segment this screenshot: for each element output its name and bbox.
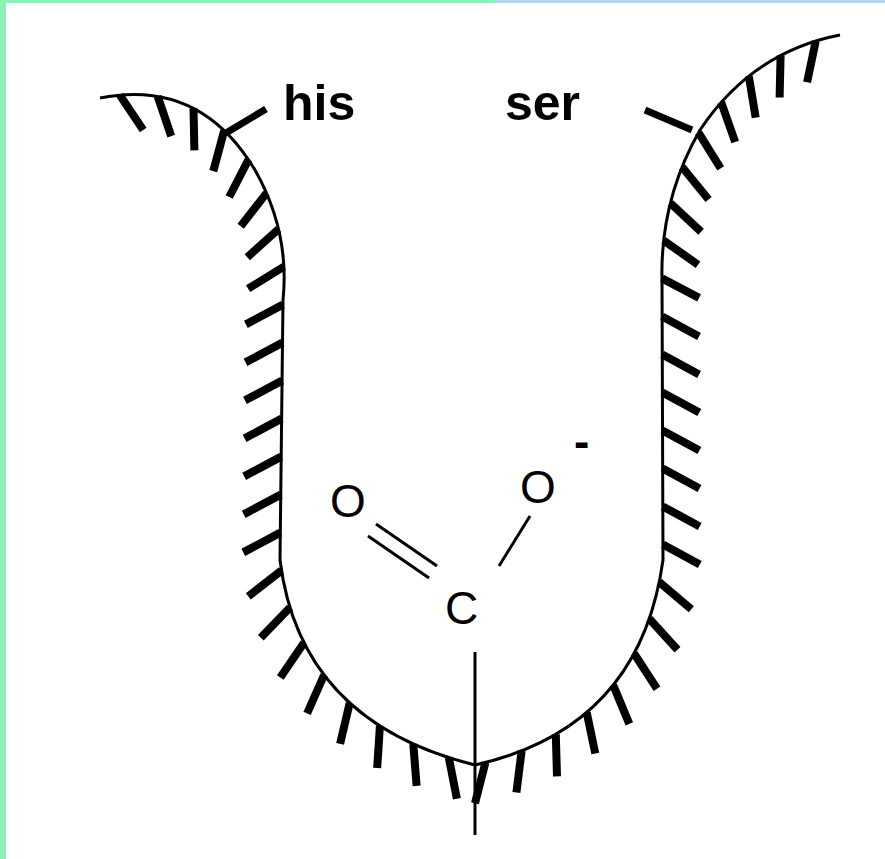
- hatch-stroke: [516, 751, 521, 793]
- atom-label: O: [520, 464, 556, 510]
- hatch-stroke: [248, 267, 284, 289]
- hatch-stroke: [244, 495, 281, 515]
- hatch-stroke: [662, 278, 699, 298]
- hatch-stroke: [699, 133, 721, 169]
- hatch-stroke: [663, 544, 700, 564]
- hatch-stroke: [663, 506, 700, 526]
- hatch-stroke: [807, 41, 816, 82]
- hatch-stroke: [721, 102, 735, 142]
- hatch-stroke: [634, 654, 657, 689]
- substrate-bond: [474, 652, 477, 835]
- hatch-stroke: [682, 167, 709, 200]
- hatch-stroke: [158, 96, 172, 136]
- hatch-stroke: [613, 685, 629, 724]
- ser-tick: [645, 110, 692, 130]
- hatch-stroke: [662, 392, 699, 412]
- atom-label: O: [330, 478, 366, 524]
- hatch-stroke: [340, 703, 350, 744]
- single-bond: [499, 516, 530, 566]
- hatch-stroke: [241, 193, 267, 226]
- hatch-stroke: [780, 56, 781, 98]
- his-tick: [226, 109, 266, 133]
- hatch-stroke: [246, 305, 283, 325]
- double-bond: [376, 524, 437, 566]
- hatch-stroke: [556, 734, 557, 776]
- hatch-stroke: [413, 744, 416, 786]
- hatch-stroke: [245, 381, 282, 401]
- hatch-stroke: [749, 76, 756, 118]
- pocket-outline: [100, 35, 840, 765]
- hatch-stroke: [229, 160, 248, 197]
- hatch-stroke: [248, 571, 281, 597]
- hatch-stroke: [243, 533, 280, 553]
- hatch-stroke: [664, 240, 698, 264]
- hatch-stroke: [280, 643, 304, 678]
- hatch-stroke: [261, 608, 290, 638]
- hatch-stroke: [662, 316, 699, 336]
- hatch-stroke: [247, 229, 278, 257]
- hatch-stroke: [120, 95, 143, 130]
- residue-label: his: [283, 78, 355, 128]
- residue-label: ser: [505, 78, 580, 128]
- hatch-stroke: [662, 354, 699, 374]
- hatch-stroke: [663, 468, 700, 488]
- hatch-stroke: [377, 726, 380, 768]
- hatch-stroke: [587, 712, 596, 753]
- hatch-stroke: [670, 203, 701, 232]
- atom-label: C: [445, 585, 478, 631]
- hatch-stroke: [649, 619, 677, 650]
- page-frame: [495, 0, 885, 3]
- hatch-stroke: [244, 457, 281, 477]
- hatch-stroke: [475, 763, 485, 804]
- hatch-stroke: [449, 758, 457, 799]
- hatch-stroke: [307, 675, 324, 713]
- hatch-stroke: [659, 582, 691, 609]
- double-bond: [368, 536, 429, 578]
- charge-sign: -: [574, 418, 589, 464]
- hatch-stroke: [246, 343, 283, 363]
- hatch-stroke: [663, 430, 700, 450]
- hatch-stroke: [245, 419, 282, 439]
- hatch-stroke: [213, 131, 224, 172]
- hatch-stroke: [190, 108, 199, 150]
- surface-hatching: [120, 41, 816, 803]
